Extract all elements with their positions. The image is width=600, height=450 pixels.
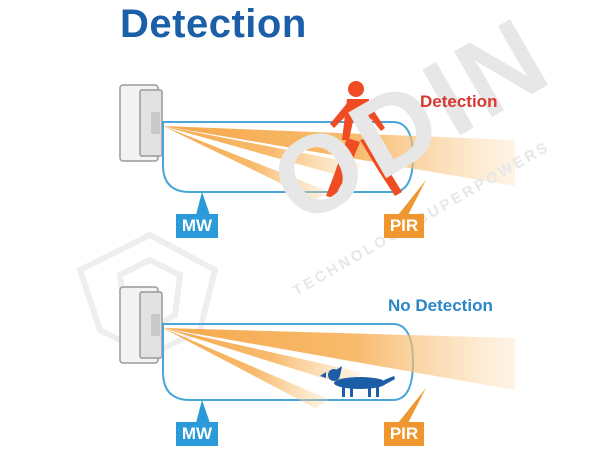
sensor-device-icon	[119, 286, 163, 364]
status-label-no-detection: No Detection	[388, 296, 493, 315]
mw-pointer	[196, 400, 210, 423]
pir-tag: PIR	[384, 214, 424, 238]
pir-beams	[163, 126, 515, 200]
pir-pointer	[398, 180, 426, 215]
walking-person-icon	[326, 81, 402, 198]
pir-tag: PIR	[384, 422, 424, 446]
dog-icon	[320, 366, 395, 397]
mw-pointer	[196, 192, 210, 215]
pir-pointer	[398, 388, 426, 423]
scene-detection	[119, 81, 515, 215]
status-label-detection: Detection	[420, 92, 498, 111]
mw-zone-outline	[162, 121, 415, 193]
pir-beams	[163, 328, 515, 408]
mw-tag: MW	[176, 422, 218, 446]
scene-no-detection	[119, 286, 515, 423]
mw-zone-outline	[162, 323, 415, 401]
page-title: Detection	[120, 2, 307, 46]
mw-tag: MW	[176, 214, 218, 238]
sensor-device-icon	[119, 84, 163, 162]
